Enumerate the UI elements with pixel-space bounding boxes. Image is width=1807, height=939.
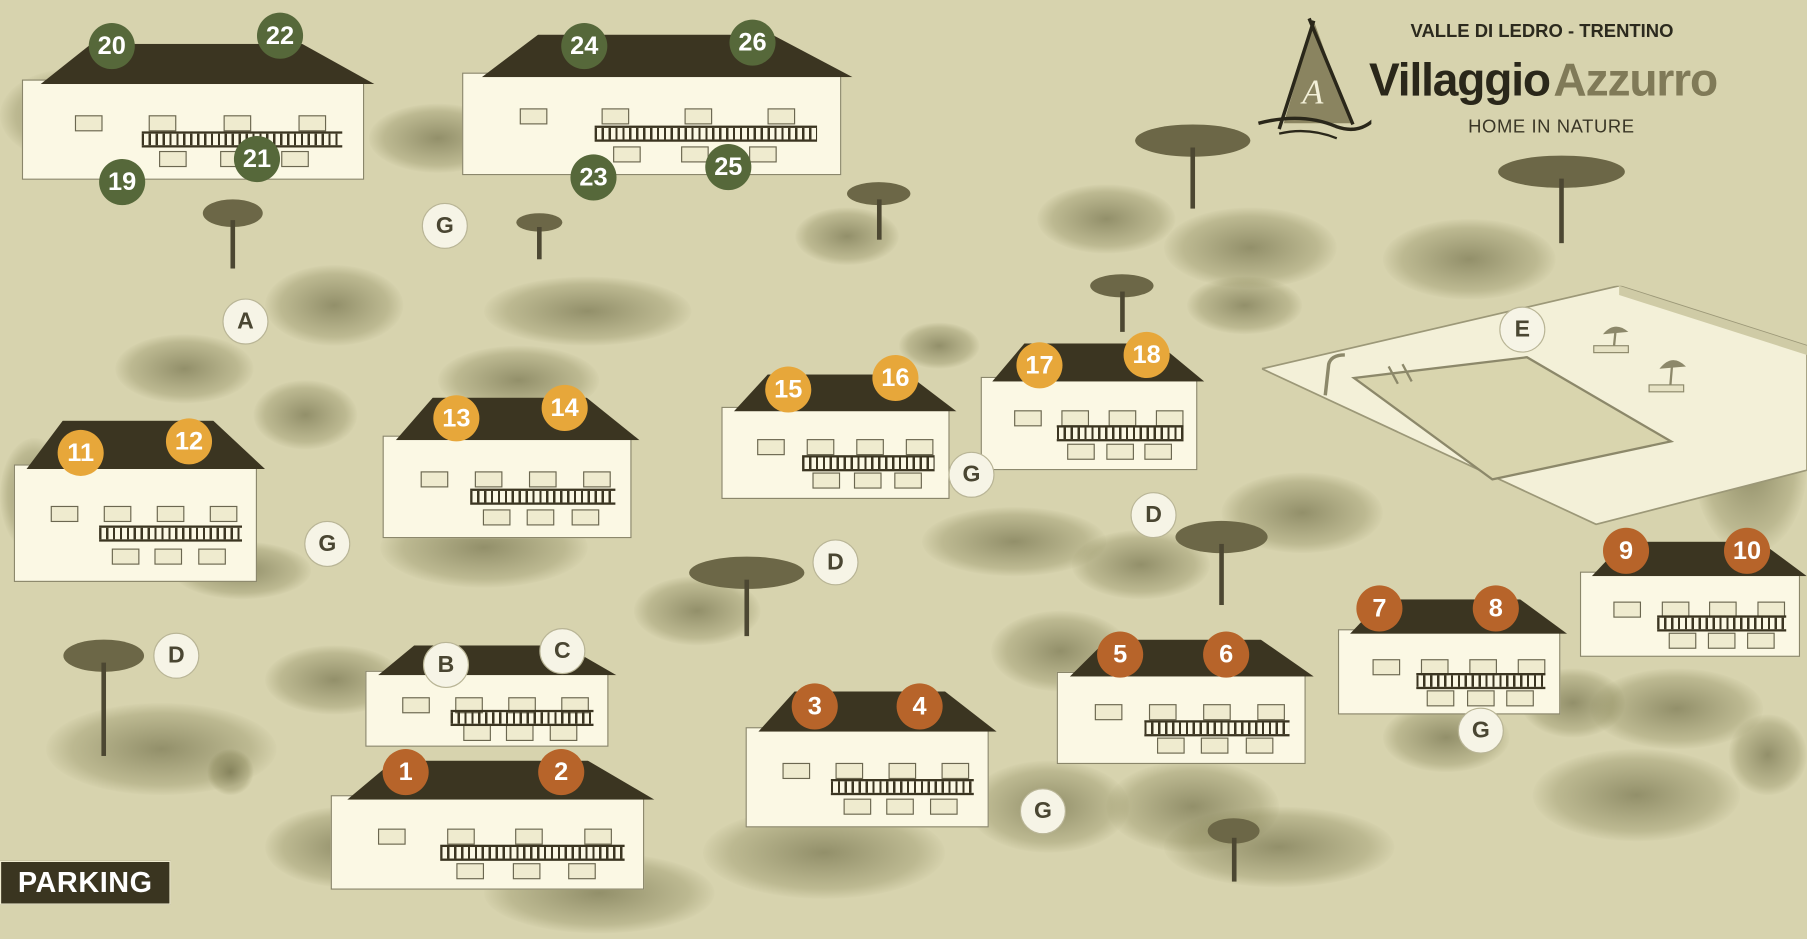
tree-icon (1090, 274, 1154, 332)
unit-marker-yellow[interactable]: 14 (541, 384, 588, 431)
unit-marker-green[interactable]: 25 (705, 144, 752, 191)
bush (1186, 276, 1303, 335)
unit-marker-yellow[interactable]: 16 (872, 354, 919, 402)
bush (253, 380, 358, 450)
house-building[interactable] (714, 374, 957, 499)
house-building[interactable] (12, 43, 375, 180)
unit-marker-orange[interactable]: 9 (1602, 527, 1650, 574)
tree-icon (1175, 520, 1268, 607)
bush (1163, 806, 1395, 888)
house-building[interactable] (6, 420, 266, 582)
sun-umbrella-icon (1593, 326, 1629, 354)
bush (898, 322, 980, 369)
tree-icon (202, 199, 263, 269)
facility-marker[interactable]: G (948, 451, 995, 498)
pool-ladder (1387, 363, 1413, 385)
unit-marker-orange[interactable]: 5 (1097, 631, 1144, 678)
facility-marker[interactable]: G (1019, 788, 1066, 835)
tree-icon (1135, 124, 1251, 210)
bush (1037, 184, 1176, 254)
region-label: VALLE DI LEDRO - TRENTINO (1410, 21, 1674, 42)
unit-marker-orange[interactable]: 10 (1723, 527, 1771, 574)
facility-marker[interactable]: B (422, 641, 470, 688)
bush (484, 276, 692, 346)
unit-marker-green[interactable]: 19 (99, 159, 146, 206)
unit-marker-green[interactable]: 23 (570, 154, 617, 201)
bush (1382, 218, 1556, 300)
house-building[interactable] (974, 343, 1205, 471)
unit-marker-orange[interactable]: 3 (791, 683, 838, 730)
unit-marker-orange[interactable]: 1 (382, 749, 429, 796)
unit-marker-green[interactable]: 24 (561, 23, 608, 70)
facility-marker[interactable]: C (539, 628, 586, 675)
tree-icon (1207, 818, 1260, 882)
brand-logo: A VALLE DI LEDRO - TRENTINO Villaggio Az… (1256, 14, 1763, 152)
bush (207, 749, 254, 796)
pool-wall (1619, 285, 1807, 355)
unit-marker-orange[interactable]: 8 (1472, 585, 1519, 632)
facility-marker[interactable]: D (153, 632, 200, 679)
facility-marker[interactable]: E (1499, 306, 1546, 353)
bush (795, 207, 899, 266)
unit-marker-green[interactable]: 21 (233, 135, 281, 183)
facility-marker[interactable]: D (812, 539, 859, 586)
tree-icon (1498, 155, 1625, 248)
house-building[interactable] (738, 691, 997, 828)
tree-icon (516, 213, 563, 260)
unit-marker-orange[interactable]: 2 (538, 749, 585, 796)
facility-marker[interactable]: G (421, 202, 468, 249)
brand-tagline: HOME IN NATURE (1468, 117, 1635, 138)
unit-marker-orange[interactable]: 6 (1203, 631, 1250, 678)
unit-marker-yellow[interactable]: 12 (165, 418, 213, 465)
bush (1532, 749, 1741, 842)
bush (265, 265, 404, 346)
sun-umbrella-icon (1648, 360, 1686, 393)
sail-logo-icon: A (1257, 17, 1372, 140)
house-building[interactable] (320, 760, 655, 890)
tree-icon (847, 182, 911, 240)
parking-sign[interactable]: PARKING (0, 860, 171, 905)
unit-marker-yellow[interactable]: 13 (433, 395, 480, 442)
unit-marker-green[interactable]: 26 (729, 19, 776, 66)
tree-icon (63, 639, 145, 773)
pool-slide (1323, 353, 1345, 396)
bush (1728, 714, 1807, 796)
bush (1163, 207, 1337, 289)
unit-marker-yellow[interactable]: 17 (1016, 342, 1063, 389)
unit-marker-green[interactable]: 22 (256, 12, 304, 59)
brand-name-part2: Azzurro (1553, 55, 1718, 107)
house-building[interactable] (375, 397, 640, 539)
facility-marker[interactable]: A (222, 298, 269, 345)
tree-icon (689, 556, 805, 638)
unit-marker-orange[interactable]: 7 (1356, 585, 1403, 632)
unit-marker-yellow[interactable]: 18 (1123, 331, 1170, 378)
facility-marker[interactable]: G (304, 520, 351, 567)
unit-marker-yellow[interactable]: 15 (765, 366, 812, 413)
house-building[interactable] (357, 645, 617, 747)
pool-water (1351, 356, 1675, 481)
unit-marker-orange[interactable]: 4 (896, 683, 943, 730)
bush (115, 334, 254, 404)
brand-name-part1: Villaggio (1369, 55, 1551, 107)
unit-marker-green[interactable]: 20 (88, 23, 135, 70)
facility-marker[interactable]: G (1457, 707, 1504, 754)
house-building[interactable] (1049, 639, 1314, 765)
house-building[interactable] (449, 34, 853, 176)
facility-marker[interactable]: D (1130, 492, 1177, 539)
logo-letter: A (1300, 74, 1324, 112)
swimming-pool[interactable] (1261, 285, 1807, 528)
unit-marker-yellow[interactable]: 11 (57, 429, 104, 476)
